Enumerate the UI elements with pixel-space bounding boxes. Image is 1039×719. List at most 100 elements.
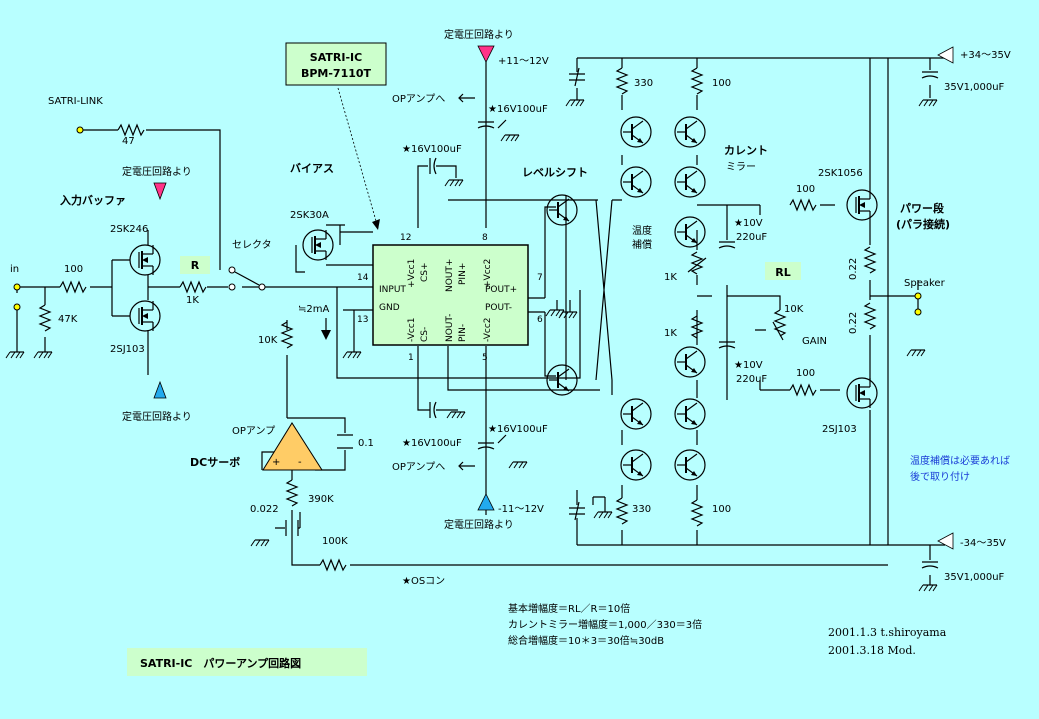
const-plus-label: 定電圧回路より (444, 28, 514, 41)
ic-noutp-label: NOUT+ (445, 259, 455, 292)
resistor-100-gate-top (789, 198, 817, 212)
resistor-100-in (59, 280, 87, 294)
opamp-arrow-icon (458, 93, 475, 471)
capacitor-0-022 (285, 520, 299, 536)
cap16v-minus-label: ★16V100uF (488, 424, 548, 435)
q-2sk1056-label: 2SK1056 (818, 168, 863, 179)
selector-label: セレクタ (232, 239, 272, 251)
const-minus-label: 定電圧回路より (444, 518, 514, 531)
ic-poutp-label: POUT+ (485, 285, 517, 295)
plus11-label: +11～12V (498, 56, 549, 67)
r47k-label: 47K (58, 314, 78, 325)
input-buffer-label: 入力バッファ (60, 193, 126, 207)
capacitor-35v-top (921, 71, 939, 79)
resistor-022-top (863, 246, 877, 274)
ic-csp-label: CS+ (420, 262, 430, 282)
bjt-mirror-mid (674, 346, 706, 378)
r022-top-label: 0.22 (848, 258, 859, 280)
title-box (127, 648, 367, 676)
cap16v-bottom-label: ★16V100uF (402, 438, 462, 449)
ic-vcc1p-label: +Vcc1 (407, 259, 417, 288)
dc-servo-label: DCサーボ (190, 455, 240, 469)
current-arrow-icon (321, 318, 331, 340)
bjt-mirror-bot-3 (620, 449, 652, 481)
plus-supply-icon (153, 45, 954, 201)
cap10v-top-2: 220uF (736, 232, 767, 243)
ic-callout (285, 42, 387, 230)
ic-gnd-label: GND (379, 303, 400, 313)
capacitor-220uf-top (718, 241, 736, 249)
temp-note-1: 温度補償は必要あれば (910, 454, 1010, 467)
temp-note-2: 後で取り付け (910, 470, 970, 483)
date-1: 2001.1.3 t.shiroyama (828, 626, 947, 639)
ic-poutm-label: POUT- (485, 303, 512, 313)
cap35v-bot-label: 35V1,000uF (944, 572, 1005, 583)
ic-pin: 14 (357, 273, 369, 283)
fet-2sk30a (302, 229, 334, 261)
opamp-to-bottom-label: OPアンプへ (392, 461, 445, 473)
rl-box-label: RL (775, 266, 790, 279)
ic-vcc1m-label: -Vcc1 (407, 318, 417, 343)
r100-gate-top-label: 100 (796, 184, 815, 195)
ic-pin: 6 (537, 315, 543, 325)
formula-3: 総合増幅度＝10＊3＝30倍≒30dB (508, 634, 664, 647)
ic-pin: 1 (408, 353, 414, 363)
cap35v-top-label: 35V1,000uF (944, 82, 1005, 93)
r-box-label: R (191, 259, 200, 272)
resistor-390k (285, 479, 299, 507)
formula-1: 基本増幅度＝RL／R＝10倍 (508, 602, 630, 615)
r330-top-label: 330 (634, 78, 653, 89)
opamp-label: OPアンプ (232, 425, 275, 437)
bjt-mirror-bot-4 (674, 449, 706, 481)
cap10v-bot-1: ★10V (734, 360, 763, 371)
ic-title-2: BPM-7110T (301, 67, 372, 80)
r10k-label: 10K (258, 335, 278, 346)
bjt-mirror-top-3 (620, 166, 652, 198)
ic-pin: 5 (482, 353, 488, 363)
satri-link-label: SATRI-LINK (48, 96, 103, 107)
q-2sk246-label: 2SK246 (110, 224, 148, 235)
power-stage-1: パワー段 (900, 201, 944, 215)
r390k-label: 390K (308, 494, 334, 505)
cap16v-top-label: ★16V100uF (402, 144, 462, 155)
r100-in-label: 100 (64, 264, 83, 275)
temp-1: 温度 (632, 224, 652, 237)
resistor-100-top (690, 67, 704, 95)
plus34-label: +34～35V (960, 50, 1011, 61)
fet-2sk246 (129, 244, 161, 276)
capacitor-bias (429, 157, 450, 175)
minus11-label: -11～12V (498, 504, 544, 515)
ic-vcc2p-label: +Vcc2 (483, 259, 493, 288)
resistor-100-gate-bot (789, 383, 817, 397)
ic-input-label: INPUT (379, 285, 406, 295)
q-2sj103-in-label: 2SJ103 (110, 344, 145, 355)
resistor-1k-b (690, 315, 704, 339)
resistor-rl-10k (773, 309, 787, 337)
r100-top-label: 100 (712, 78, 731, 89)
const-bottom-label: 定電圧回路より (122, 410, 192, 423)
ic-pin: 13 (357, 315, 368, 325)
resistor-022-bot (863, 302, 877, 330)
formula-2: カレントミラー増幅度＝1,000／330＝3倍 (508, 618, 702, 631)
fet-2sj103-out (846, 377, 878, 409)
date-2: 2001.3.18 Mod. (828, 644, 916, 657)
ic-pinm-label: PIN- (458, 324, 468, 342)
gain-label: GAIN (802, 336, 827, 347)
resistor-330-top (615, 67, 629, 95)
r022-bot-label: 0.22 (848, 312, 859, 334)
c01-label: 0.1 (358, 438, 374, 449)
satri-ic-body (372, 244, 529, 346)
fet-2sj103-in (129, 300, 161, 332)
os-con-label: ★OSコン (402, 576, 445, 587)
ic-title-1: SATRI-IC (310, 51, 362, 64)
in-label: in (10, 264, 19, 275)
ic-csm-label: CS- (420, 327, 430, 342)
temp-2: 補償 (632, 238, 652, 251)
ic-pinp-label: PIN+ (458, 263, 468, 285)
bjt-mirror-top-1 (620, 116, 652, 148)
page-title: SATRI-IC パワーアンプ回路図 (140, 656, 301, 670)
capacitor-16v-minus-ic (429, 401, 450, 419)
minus34-label: -34～35V (960, 538, 1006, 549)
bjt-temp-comp (674, 216, 706, 248)
